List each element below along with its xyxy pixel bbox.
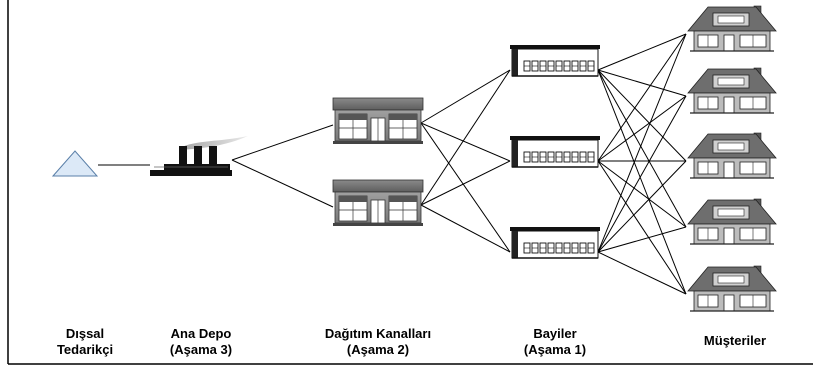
house-icon — [687, 198, 777, 245]
factory-icon — [150, 136, 248, 176]
label-line-2: Tedarikçi — [56, 342, 114, 357]
dealer-roof — [510, 136, 600, 140]
factory-body — [164, 164, 230, 172]
roof-window-pane — [717, 275, 745, 284]
dealer-warehouse-icon — [510, 227, 600, 259]
store-base — [333, 141, 423, 144]
connector-dealer-customer — [597, 33, 687, 71]
connector-dealer-customer — [597, 33, 687, 162]
dealer-roof — [510, 227, 600, 231]
chimney — [209, 146, 217, 166]
label-line-2: (Aşama 3) — [169, 342, 233, 357]
label-distribution-channels: Dağıtım Kanalları (Aşama 2) — [298, 326, 458, 358]
connector-dealer-customer — [597, 95, 687, 253]
house-icon — [687, 67, 777, 114]
house-door — [723, 34, 735, 52]
store-base — [333, 223, 423, 226]
dealer-warehouse-icon — [510, 45, 600, 77]
house-icon — [687, 5, 777, 52]
house-door — [723, 227, 735, 245]
dealer-side — [512, 231, 518, 258]
house-door — [723, 294, 735, 312]
dealer-warehouse-icon — [510, 136, 600, 168]
house-icon — [687, 132, 777, 179]
supplier-triangle-shape — [51, 150, 99, 177]
label-line-1: Ana Depo — [170, 326, 232, 341]
label-line-1: Bayiler — [533, 326, 577, 341]
label-line-1: Dışsal — [65, 326, 105, 341]
store-awning — [339, 196, 367, 202]
supplier-triangle-icon — [51, 150, 99, 177]
label-main-depot: Ana Depo (Aşama 3) — [146, 326, 256, 358]
connector-channel-dealer — [420, 122, 511, 253]
connector-dealer-customer — [597, 160, 687, 253]
chimney — [179, 146, 187, 166]
store-roof — [332, 97, 424, 111]
figure-border — [7, 0, 813, 365]
connector-dealer-customer — [597, 160, 687, 228]
warehouse-icon — [332, 179, 424, 226]
connector-dealer-customer — [597, 251, 687, 295]
connector-dealer-customer — [597, 69, 687, 97]
connections — [98, 33, 687, 295]
store-awning — [389, 114, 417, 120]
connector-depot-channel — [231, 159, 334, 208]
house-icon — [687, 265, 777, 312]
connector-channel-dealer — [420, 122, 511, 162]
store-awning — [389, 196, 417, 202]
connector-dealer-customer — [597, 33, 687, 253]
roof-window-pane — [717, 77, 745, 86]
connector-depot-channel — [231, 124, 334, 161]
connector-channel-dealer — [420, 69, 511, 206]
dealer-roof — [510, 45, 600, 49]
connector-dealer-customer — [597, 69, 687, 162]
connector-dealer-customer — [597, 69, 687, 295]
chimney — [194, 146, 202, 166]
connector-channel-dealer — [420, 204, 511, 253]
label-line-2: (Aşama 1) — [523, 342, 587, 357]
connector-dealer-customer — [597, 226, 687, 253]
label-line-2: (Aşama 2) — [346, 342, 410, 357]
house-door — [723, 96, 735, 114]
warehouse-icon — [332, 97, 424, 144]
store-awning — [339, 114, 367, 120]
dealer-side — [512, 49, 518, 76]
store-roof — [332, 179, 424, 193]
connector-dealer-customer — [597, 95, 687, 162]
label-line-1: Dağıtım Kanalları — [324, 326, 432, 341]
label-external-supplier: Dışsal Tedarikçi — [40, 326, 130, 358]
dealer-side — [512, 140, 518, 167]
connector-channel-dealer — [420, 160, 511, 206]
connector-channel-dealer — [420, 69, 511, 124]
connector-dealer-customer — [597, 160, 687, 295]
nodes — [51, 5, 777, 312]
roof-window-pane — [717, 15, 745, 24]
connector-dealer-customer — [597, 69, 687, 228]
house-door — [723, 161, 735, 179]
roof-window-pane — [717, 208, 745, 217]
label-customers: Müşteriler — [680, 333, 790, 349]
roof-window-pane — [717, 142, 745, 151]
label-line-1: Müşteriler — [703, 333, 767, 348]
factory-base — [150, 170, 232, 176]
label-dealers: Bayiler (Aşama 1) — [505, 326, 605, 358]
